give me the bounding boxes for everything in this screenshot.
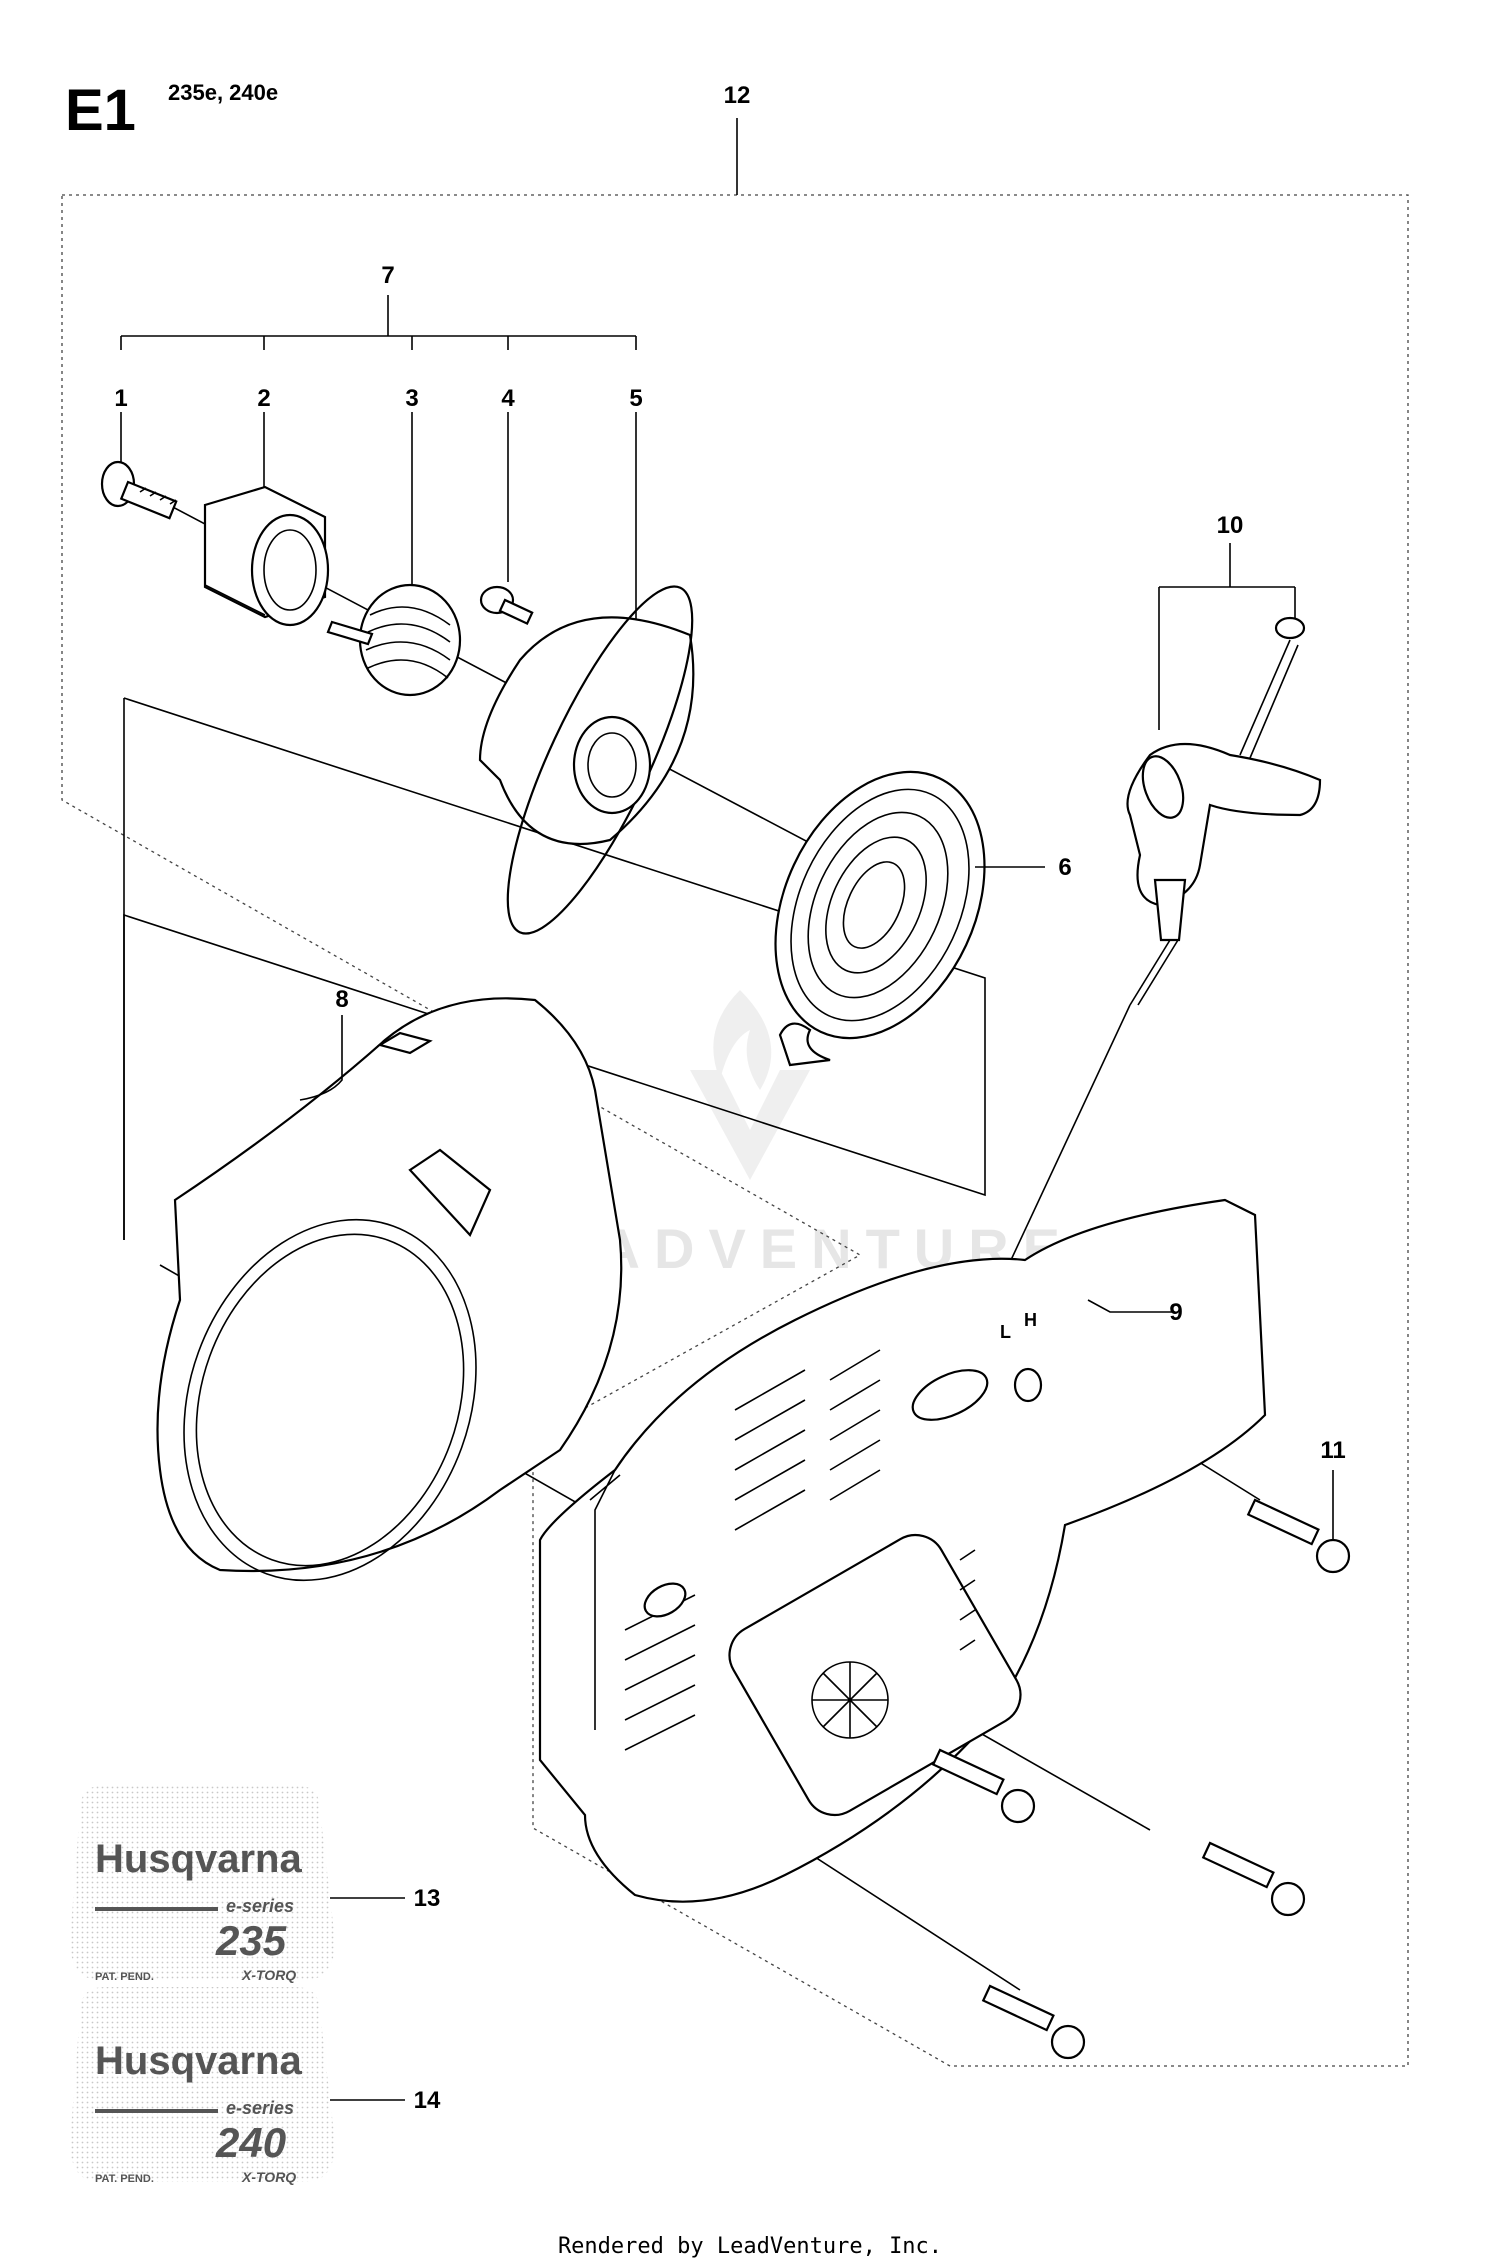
decal-235-patent: PAT. PEND. — [95, 1971, 154, 1983]
screw-11-b — [931, 1748, 1036, 1824]
spring-frame — [123, 697, 986, 1240]
decal-240: Husqvarna e-series 240 PAT. PEND. X-TORQ — [70, 1987, 335, 2185]
callout-6: 6 — [1058, 854, 1071, 881]
decal-235-series: e-series — [226, 1896, 294, 1916]
screw-11-a — [1246, 1498, 1351, 1574]
part-10-handle — [1126, 616, 1322, 1006]
render-credit: Rendered by LeadVenture, Inc. — [558, 2234, 942, 2259]
decal-240-series: e-series — [226, 2098, 294, 2118]
part-2-drum — [203, 485, 330, 627]
callout-10: 10 — [1217, 512, 1244, 539]
part-6-recoil-spring — [774, 770, 986, 1067]
part-5-pulley — [478, 585, 695, 935]
leaders-misc — [299, 866, 1334, 2101]
bracket-10 — [1158, 543, 1296, 730]
screw-11-c — [1201, 1841, 1306, 1917]
callout-12: 12 — [724, 82, 751, 109]
part-8-fan-guard — [156, 997, 623, 1582]
leaders-1-5 — [120, 412, 637, 650]
assembly-outline — [61, 194, 1409, 2067]
callouts: 1 2 3 4 5 6 7 8 9 10 11 12 13 14 — [114, 82, 1345, 2114]
decal-235-model: 235 — [215, 1917, 287, 1964]
bracket-7 — [120, 295, 637, 350]
decal-235: Husqvarna e-series 235 PAT. PEND. X-TORQ — [70, 1785, 335, 1983]
cover-letter-l: L — [1000, 1322, 1011, 1342]
callout-8: 8 — [335, 986, 348, 1013]
callout-11: 11 — [1320, 1437, 1345, 1464]
model-list: 235e, 240e — [168, 80, 278, 105]
callout-9: 9 — [1169, 1299, 1182, 1326]
part-4-screw — [479, 585, 534, 626]
part-3-spring — [326, 583, 462, 697]
callout-3: 3 — [405, 385, 418, 412]
cover-letter-h: H — [1024, 1310, 1037, 1330]
callout-13: 13 — [414, 1885, 441, 1912]
decal-240-model: 240 — [215, 2119, 286, 2166]
part-1-screw — [100, 460, 178, 520]
callout-1: 1 — [114, 385, 127, 412]
callout-14: 14 — [414, 2087, 441, 2114]
decal-235-brand: Husqvarna — [95, 1837, 302, 1881]
decal-240-patent: PAT. PEND. — [95, 2173, 154, 2185]
callout-7: 7 — [381, 262, 394, 289]
section-code: E1 — [65, 78, 136, 143]
part-11-screws — [931, 1498, 1351, 2060]
callout-5: 5 — [629, 385, 642, 412]
part-9-starter-cover: L H — [538, 1198, 1267, 1903]
decal-240-brand: Husqvarna — [95, 2039, 302, 2083]
decal-235-tech: X-TORQ — [241, 1967, 296, 1983]
decal-240-tech: X-TORQ — [241, 2169, 296, 2185]
callout-4: 4 — [501, 385, 515, 412]
screw-11-d — [981, 1984, 1086, 2060]
callout-2: 2 — [257, 385, 270, 412]
